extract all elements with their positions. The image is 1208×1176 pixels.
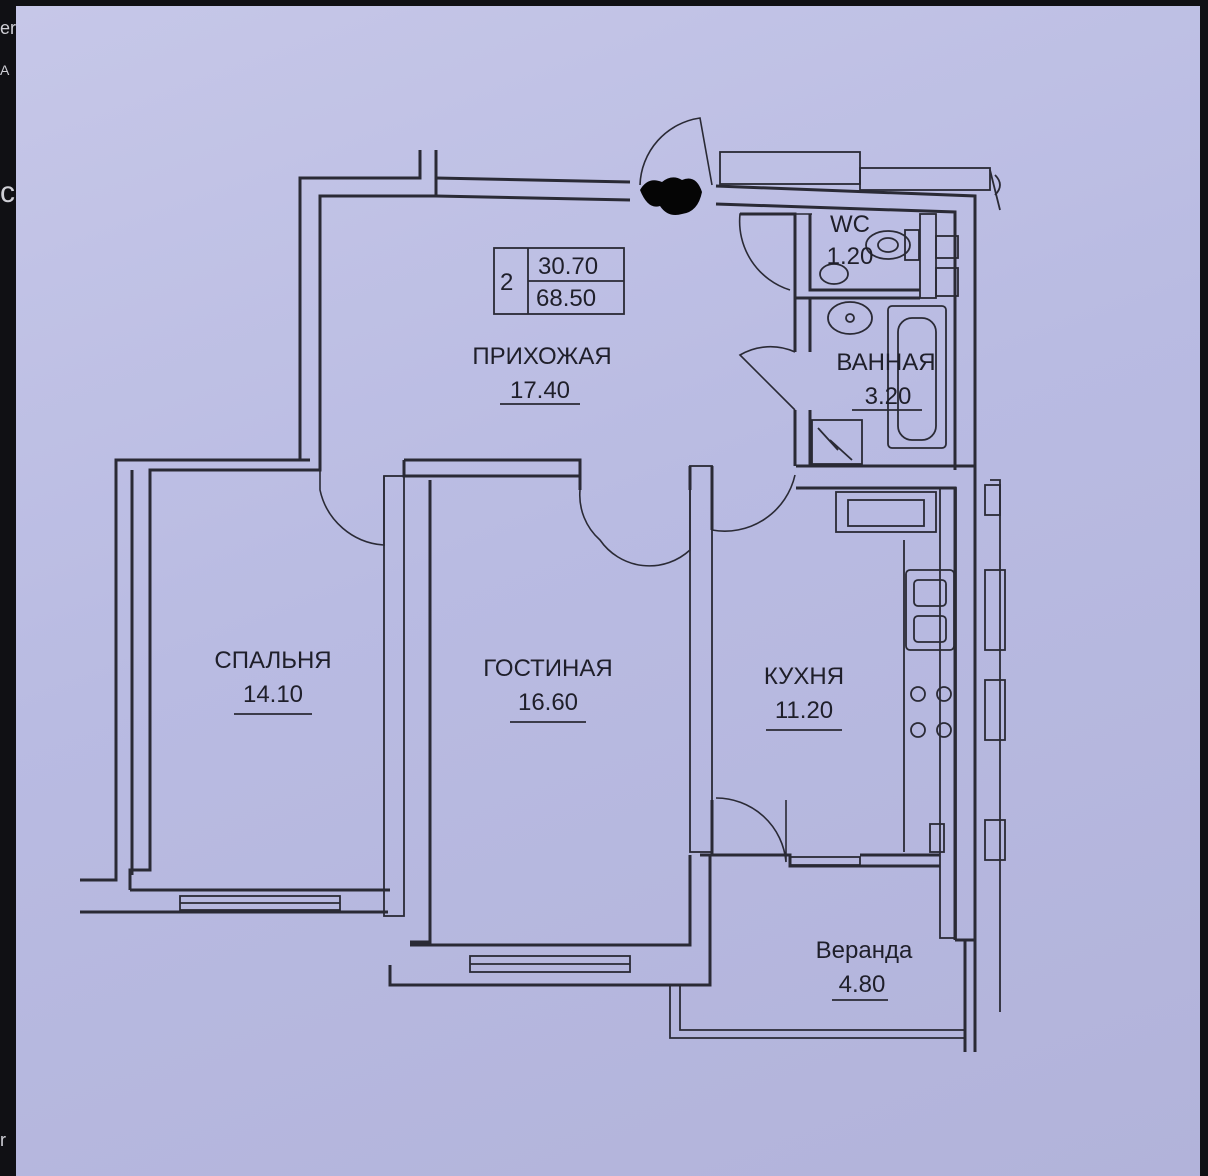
room-name-hallway: ПРИХОЖАЯ <box>472 343 611 370</box>
room-count: 2 <box>500 269 513 296</box>
room-area-veranda: 4.80 <box>839 971 886 998</box>
room-area-kitchen: 11.20 <box>775 697 833 724</box>
area-summary-box: 2 30.70 68.50 <box>493 247 625 315</box>
edge-text-fragment: А <box>0 62 10 78</box>
room-name-kitchen: КУХНЯ <box>764 663 844 690</box>
room-area-bathroom: 3.20 <box>865 383 912 410</box>
edge-text-fragment: с <box>0 176 15 209</box>
room-area-wc: 1.20 <box>827 243 874 270</box>
edge-text-fragment: r <box>0 1130 6 1150</box>
exterior-walls <box>80 150 1001 914</box>
room-labels: ПРИХОЖАЯ 17.40 WC 1.20 ВАННАЯ 3.20 СПАЛЬ… <box>214 211 936 1001</box>
room-area-bedroom: 14.10 <box>243 681 303 708</box>
room-name-living: ГОСТИНАЯ <box>483 655 612 682</box>
edge-text-fragment: er <box>0 18 17 38</box>
interior-doors <box>319 213 812 863</box>
room-name-bedroom: СПАЛЬНЯ <box>214 647 331 674</box>
stove-burners <box>910 686 952 738</box>
room-area-living: 16.60 <box>518 689 578 716</box>
room-name-bathroom: ВАННАЯ <box>836 349 935 376</box>
wet-rooms <box>740 212 959 853</box>
total-area: 68.50 <box>536 285 596 312</box>
room-name-wc: WC <box>830 211 870 238</box>
room-area-hallway: 17.40 <box>510 377 570 404</box>
living-area: 30.70 <box>538 253 598 280</box>
room-name-veranda: Веранда <box>816 937 913 964</box>
interior-walls <box>300 458 1006 1052</box>
entrance-door <box>639 117 713 215</box>
